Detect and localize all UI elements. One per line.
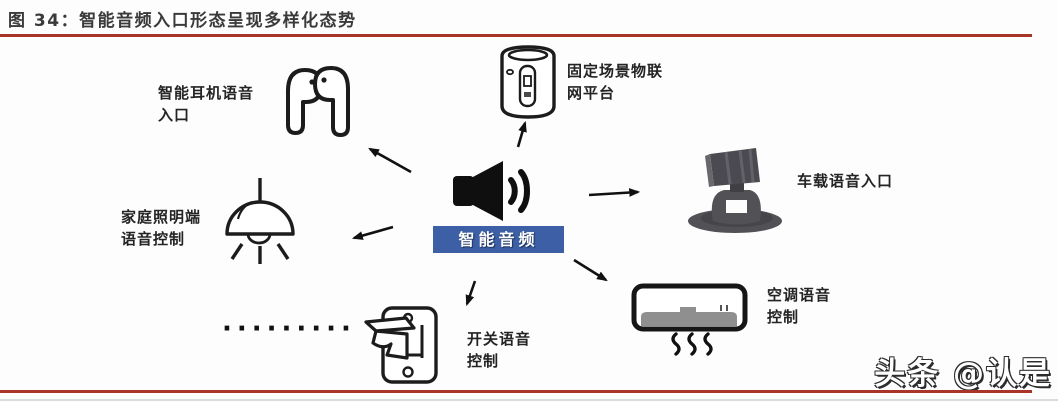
air-conditioner-icon <box>631 283 748 356</box>
node-label-earbuds: 智能耳机语音 入口 <box>158 84 255 124</box>
earbuds-icon <box>286 66 350 137</box>
arrow-to-air-conditioner <box>573 258 608 282</box>
airflow-wave <box>671 332 681 356</box>
node-label-air-conditioner: 空调语音 控制 <box>767 286 832 326</box>
smart-speaker-icon <box>500 45 556 119</box>
airflow-wave <box>703 332 713 356</box>
node-label-switch: 开关语音 控制 <box>467 330 532 370</box>
more-nodes-ellipsis: ········· <box>222 314 356 344</box>
arrow-to-car-mount <box>588 188 641 197</box>
bottom-rule <box>0 390 1032 393</box>
arrow-to-switch <box>465 280 477 307</box>
node-label-car: 车载语音入口 <box>797 172 894 190</box>
car-mount-icon <box>688 148 782 233</box>
title-rule <box>0 34 1032 37</box>
arrow-to-earbuds <box>368 147 412 174</box>
node-label-lighting: 家庭照明端 语音控制 <box>121 208 202 248</box>
light-switch-icon <box>364 306 438 384</box>
node-label-iot-platform: 固定场景物联 网平台 <box>567 62 664 102</box>
arrow-to-iot-speaker <box>516 120 527 148</box>
figure-title: 图 34：智能音频入口形态呈现多样化态势 <box>8 11 357 31</box>
center-hub-label: 智能音频 <box>433 226 564 253</box>
arrow-to-lamp <box>351 225 394 240</box>
speaker-volume-icon <box>453 161 530 221</box>
pendant-lamp-icon <box>225 178 295 264</box>
watermark: 头条 @认是 <box>874 356 1052 392</box>
airflow-wave <box>687 332 697 356</box>
page-edge-line <box>0 399 1058 401</box>
